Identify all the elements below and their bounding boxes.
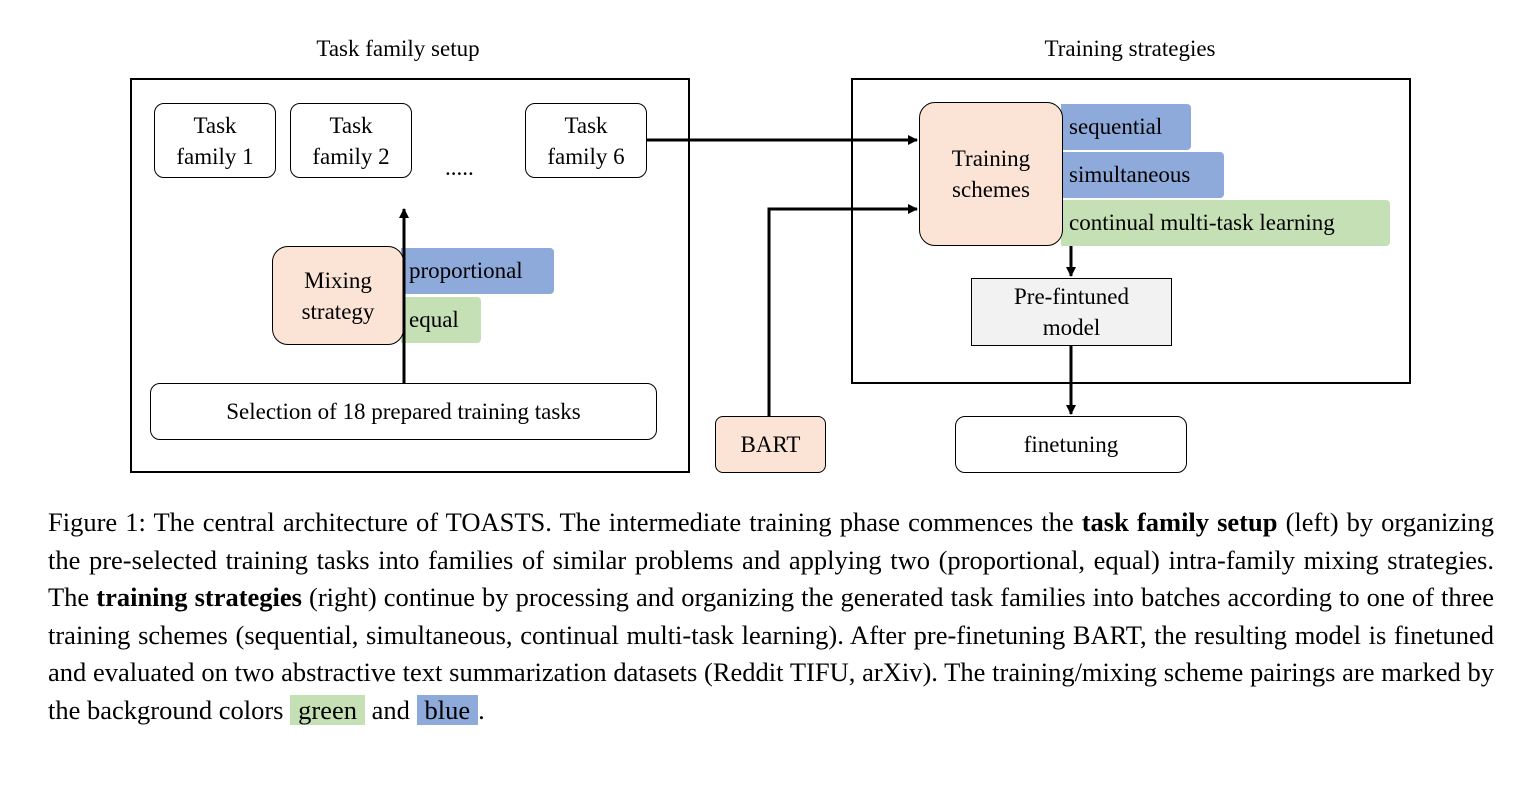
mixing-proportional-tag: proportional xyxy=(401,248,554,294)
connector-arrows xyxy=(399,135,1076,416)
figure-caption: Figure 1: The central architecture of TO… xyxy=(48,504,1494,729)
training-schemes-box: Training schemes xyxy=(919,102,1063,246)
caption-green-highlight: green xyxy=(290,694,365,725)
caption-part-4: and xyxy=(364,694,417,725)
bart-box: BART xyxy=(715,416,826,473)
caption-part-5: . xyxy=(478,694,485,725)
prefinetuned-model-box: Pre-fintuned model xyxy=(971,278,1172,346)
ellipsis: ..... xyxy=(445,155,474,180)
task-family-1-box: Task family 1 xyxy=(154,103,276,178)
caption-bold-training-strategies: training strategies xyxy=(96,582,302,612)
finetuning-box: finetuning xyxy=(955,416,1187,473)
caption-part-1: Figure 1: The central architecture of TO… xyxy=(48,507,1082,537)
task-family-6-box: Task family 6 xyxy=(525,103,647,178)
scheme-sequential-tag: sequential xyxy=(1061,104,1191,150)
mixing-strategy-box: Mixing strategy xyxy=(272,246,404,345)
arrow-bart-to-schemes xyxy=(767,204,918,416)
scheme-continual-tag: continual multi-task learning xyxy=(1061,200,1390,246)
caption-part-3: (right) continue by processing and organ… xyxy=(48,582,1494,725)
selection-box: Selection of 18 prepared training tasks xyxy=(150,383,657,440)
caption-blue-highlight: blue xyxy=(416,694,479,725)
task-family-2-box: Task family 2 xyxy=(290,103,412,178)
scheme-simultaneous-tag: simultaneous xyxy=(1061,152,1224,198)
right-panel-heading: Training strategies xyxy=(1044,36,1216,61)
right-panel-frame xyxy=(851,78,1411,384)
mixing-equal-tag: equal xyxy=(401,297,481,343)
left-panel-heading: Task family setup xyxy=(316,36,480,61)
caption-part-2: (left) by organizing the pre-selected tr… xyxy=(48,507,1494,612)
left-panel-frame xyxy=(130,78,690,473)
caption-bold-task-family-setup: task family setup xyxy=(1081,507,1278,537)
